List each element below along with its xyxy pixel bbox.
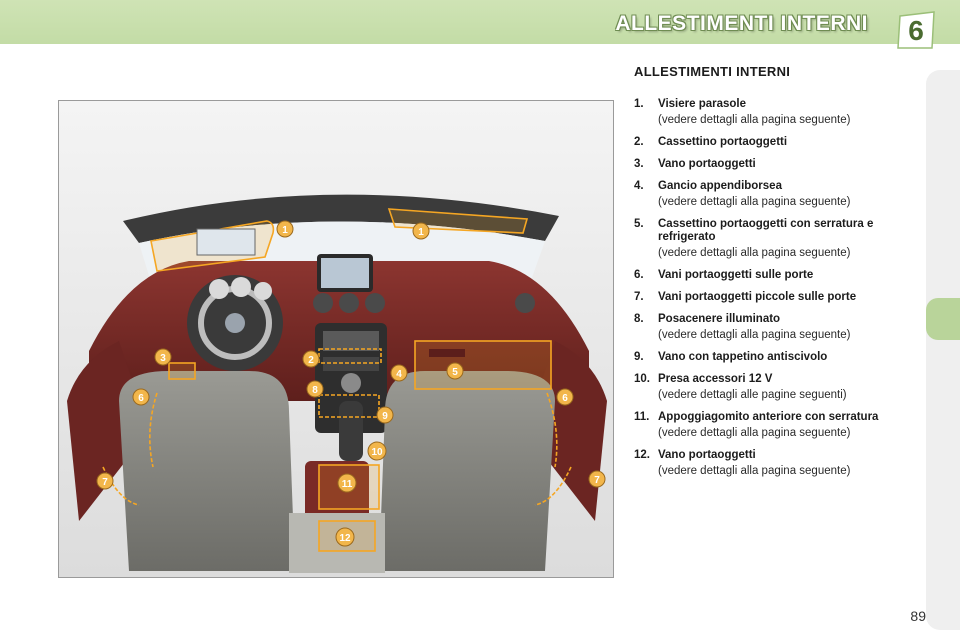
list-item-number: 7.: [634, 291, 644, 303]
callout-4: [390, 364, 408, 382]
list-item-label: Vani portaoggetti piccole sulle porte: [658, 291, 857, 303]
list-item-heading: 2. Cassettino portaoggetti: [634, 136, 914, 149]
list-item-heading: 10. Presa accessori 12 V: [634, 373, 914, 386]
list-item-label: Vano portaoggetti: [658, 158, 756, 170]
callout-10: [367, 441, 387, 461]
list-item-heading: 4. Gancio appendiborsea: [634, 180, 914, 193]
list-item-note: (vedere dettagli alla pagina seguente): [658, 247, 851, 259]
list-item-number: 4.: [634, 180, 644, 192]
list-item-note: (vedere dettagli alla pagina seguente): [658, 196, 851, 208]
callout-11: [337, 473, 357, 493]
list-item-label: Gancio appendiborsea: [658, 180, 782, 192]
list-item-note: (vedere dettagli alla pagina seguente): [658, 427, 851, 439]
chapter-badge: 6: [894, 8, 938, 52]
list-item-label: Visiere parasole: [658, 98, 747, 110]
list-item: 8. Posacenere illuminato (vedere dettagli …: [634, 313, 914, 342]
callout-label: 3: [160, 353, 166, 364]
list-item-number: 2.: [634, 136, 644, 148]
list-item-number: 5.: [634, 218, 644, 230]
callout-label: 1: [282, 225, 288, 236]
list-item-label: Cassettino portaoggetti: [658, 136, 788, 148]
callout-1a: [276, 220, 294, 238]
list-item-label: Cassettino portaoggetti con serratura e …: [658, 218, 874, 243]
list-item: 5. Cassettino portaoggetti con serratura …: [634, 218, 914, 260]
list-item-label: Vano con tappetino antiscivolo: [658, 351, 828, 363]
list-item-number: 1.: [634, 98, 644, 110]
list-item-label: Posacenere illuminato: [658, 313, 781, 325]
callout-7a: [96, 472, 114, 490]
list-item-note: (vedere dettagli alla pagina seguente): [658, 114, 851, 126]
list-item-heading: 1. Visiere parasole: [634, 98, 914, 111]
callout-2: [302, 350, 320, 368]
list-item-number: 9.: [634, 351, 644, 363]
car-interior-drawing: 1 1 2 3 4 5 6 6 7 7 8 9 10 11: [59, 101, 613, 577]
list-item-heading: 12. Vano portaoggetti: [634, 449, 914, 462]
list-item-heading: 3. Vano portaoggetti: [634, 158, 914, 171]
callout-label: 6: [138, 393, 144, 404]
list-item-label: Vani portaoggetti sulle porte: [658, 269, 814, 281]
side-tab-active[interactable]: [926, 298, 960, 340]
list-item-number: 12.: [634, 449, 650, 461]
page-title: ALLESTIMENTI INTERNI: [615, 12, 868, 35]
list-item: 3. Vano portaoggetti: [634, 158, 914, 171]
callout-label: 1: [418, 227, 424, 238]
callout-3: [154, 348, 172, 366]
callout-label: 11: [342, 479, 353, 490]
list-item: 12. Vano portaoggetti (vedere dettagli all…: [634, 449, 914, 478]
callout-6b: [556, 388, 574, 406]
header-band: [0, 0, 960, 44]
list-item-heading: 8. Posacenere illuminato: [634, 313, 914, 326]
callout-markers: 1 1 2 3 4 5 6 6 7 7 8 9 10 11: [96, 220, 606, 547]
list-item-heading: 5. Cassettino portaoggetti con serratura …: [634, 218, 914, 244]
section-title: ALLESTIMENTI INTERNI: [634, 64, 791, 79]
callout-9: [376, 406, 394, 424]
callout-label: 10: [371, 447, 383, 458]
list-item-label: Vano portaoggetti: [658, 449, 756, 461]
list-item: 7. Vani portaoggetti piccole sulle porte: [634, 291, 914, 304]
list-item-note: (vedere dettagli alla pagina seguente): [658, 465, 851, 477]
list-item: 6. Vani portaoggetti sulle porte: [634, 269, 914, 282]
chapter-number: 6: [908, 15, 924, 46]
callout-12: [335, 527, 355, 547]
callout-1b: [412, 222, 430, 240]
list-item: 11. Appoggiagomito anteriore con serratur…: [634, 411, 914, 440]
callout-7b: [588, 470, 606, 488]
list-item-label: Appoggiagomito anteriore con serratura: [658, 411, 879, 423]
list-item-number: 3.: [634, 158, 644, 170]
list-item-note: (vedere dettagli alla pagina seguente): [658, 329, 851, 341]
callout-label: 2: [308, 355, 314, 366]
list-item: 10. Presa accessori 12 V (vedere dettagli …: [634, 373, 914, 402]
interior-illustration: 1 1 2 3 4 5 6 6 7 7 8 9 10 11: [58, 100, 614, 578]
callout-label: 5: [452, 367, 458, 378]
list-item-note: (vedere dettagli alle pagine seguenti): [658, 389, 847, 401]
callout-5: [446, 362, 464, 380]
list-item-number: 8.: [634, 313, 644, 325]
callout-label: 4: [396, 369, 402, 380]
callout-6a: [132, 388, 150, 406]
list-item: 1. Visiere parasole (vedere dettagli alla …: [634, 98, 914, 127]
list-item-heading: 9. Vano con tappetino antiscivolo: [634, 351, 914, 364]
callout-label: 7: [102, 477, 108, 488]
list-item-heading: 11. Appoggiagomito anteriore con serratur…: [634, 411, 914, 424]
list-item: 4. Gancio appendiborsea (vedere dettagli a…: [634, 180, 914, 209]
list-item: 2. Cassettino portaoggetti: [634, 136, 914, 149]
chapter-badge-shape: [897, 11, 935, 49]
list-item-heading: 6. Vani portaoggetti sulle porte: [634, 269, 914, 282]
side-tab-strip: [926, 70, 960, 630]
callout-label: 8: [312, 385, 318, 396]
equipment-list: 1. Visiere parasole (vedere dettagli alla …: [634, 98, 914, 487]
list-item-number: 6.: [634, 269, 644, 281]
list-item: 9. Vano con tappetino antiscivolo: [634, 351, 914, 364]
list-item-label: Presa accessori 12 V: [658, 373, 773, 385]
callout-label: 12: [339, 533, 351, 544]
list-item-heading: 7. Vani portaoggetti piccole sulle porte: [634, 291, 914, 304]
callout-label: 7: [594, 475, 600, 486]
callout-8: [306, 380, 324, 398]
list-item-number: 11.: [634, 411, 650, 423]
callout-label: 6: [562, 393, 568, 404]
page-number: 89: [910, 608, 926, 624]
list-item-number: 10.: [634, 373, 650, 385]
callout-label: 9: [382, 411, 388, 422]
